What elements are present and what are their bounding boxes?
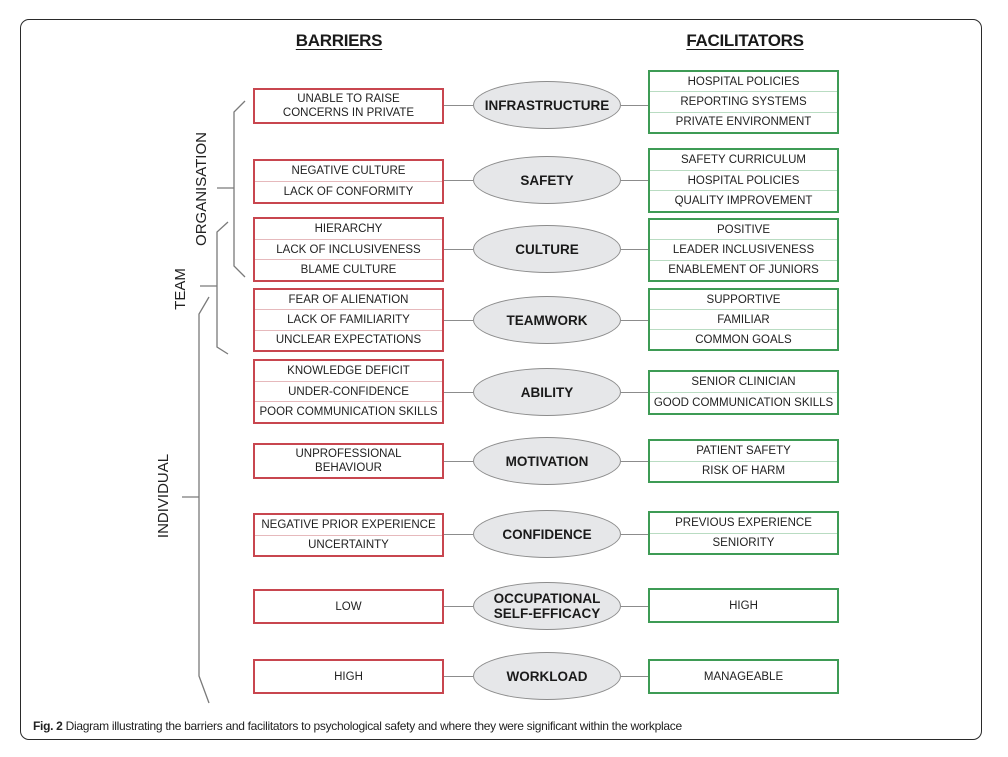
barrier-item: LACK OF INCLUSIVENESS <box>255 238 442 260</box>
organisation-bracket <box>217 100 246 278</box>
facilitator-box: HOSPITAL POLICIES REPORTING SYSTEMS PRIV… <box>648 70 839 134</box>
connector-line <box>621 392 648 393</box>
connector-line <box>621 534 648 535</box>
barrier-box: LOW <box>253 589 444 624</box>
facilitator-item: GOOD COMMUNICATION SKILLS <box>650 392 837 413</box>
barrier-item: UNABLE TO RAISE CONCERNS IN PRIVATE <box>282 93 415 119</box>
facilitator-item: RISK OF HARM <box>650 460 837 482</box>
facilitator-item: SENIORITY <box>650 532 837 554</box>
facilitator-item: PATIENT SAFETY <box>696 444 791 457</box>
factor-ellipse: WORKLOAD <box>473 652 621 700</box>
barrier-item: POOR COMMUNICATION SKILLS <box>255 401 442 422</box>
connector-line <box>621 320 648 321</box>
facilitator-item: FAMILIAR <box>650 309 837 329</box>
connector-line <box>444 461 473 462</box>
barrier-box: FEAR OF ALIENATION LACK OF FAMILIARITY U… <box>253 288 444 352</box>
team-bracket-line <box>216 221 229 355</box>
barrier-item: UNPROFESSIONAL BEHAVIOUR <box>295 448 402 474</box>
facilitator-item: SUPPORTIVE <box>706 293 781 306</box>
connector-line <box>444 320 473 321</box>
barrier-item: UNCERTAINTY <box>255 534 442 556</box>
factor-ellipse: TEAMWORK <box>473 296 621 344</box>
connector-line <box>621 606 648 607</box>
facilitator-box: SAFETY CURRICULUM HOSPITAL POLICIES QUAL… <box>648 148 839 213</box>
barrier-item: BLAME CULTURE <box>255 259 442 280</box>
facilitator-box: POSITIVE LEADER INCLUSIVENESS ENABLEMENT… <box>648 218 839 282</box>
facilitator-item: ENABLEMENT OF JUNIORS <box>650 259 837 280</box>
facilitator-item: HIGH <box>729 599 758 612</box>
factor-ellipse: SAFETY <box>473 156 621 204</box>
barrier-item: HIGH <box>334 670 363 683</box>
connector-line <box>621 105 648 106</box>
facilitator-item: HOSPITAL POLICIES <box>650 169 837 191</box>
facilitator-item: PRIVATE ENVIRONMENT <box>650 111 837 132</box>
factor-ellipse: CONFIDENCE <box>473 510 621 558</box>
barrier-box: KNOWLEDGE DEFICIT UNDER-CONFIDENCE POOR … <box>253 359 444 424</box>
facilitator-item: SENIOR CLINICIAN <box>691 376 796 388</box>
barrier-box: UNABLE TO RAISE CONCERNS IN PRIVATE <box>253 88 444 124</box>
caption-text: Diagram illustrating the barriers and fa… <box>65 719 683 733</box>
individual-bracket <box>182 296 210 704</box>
organisation-bracket-line <box>233 100 246 278</box>
barrier-item: LOW <box>335 600 362 613</box>
connector-line <box>444 534 473 535</box>
facilitator-box: HIGH <box>648 588 839 623</box>
factor-ellipse: OCCUPATIONAL SELF-EFFICACY <box>473 582 621 630</box>
caption-label: Fig. 2 <box>33 719 63 733</box>
facilitator-item: SAFETY CURRICULUM <box>680 153 807 166</box>
barrier-item: LACK OF CONFORMITY <box>255 181 442 202</box>
barrier-box: HIGH <box>253 659 444 694</box>
barrier-box: UNPROFESSIONAL BEHAVIOUR <box>253 443 444 479</box>
connector-line <box>621 676 648 677</box>
connector-line <box>444 606 473 607</box>
barrier-item: NEGATIVE PRIOR EXPERIENCE <box>261 518 436 531</box>
barrier-item: HIERARCHY <box>314 222 383 235</box>
connector-line <box>444 392 473 393</box>
factor-ellipse: ABILITY <box>473 368 621 416</box>
group-label-organisation: ORGANISATION <box>193 132 210 246</box>
facilitator-box: SENIOR CLINICIAN GOOD COMMUNICATION SKIL… <box>648 370 839 415</box>
figure-caption: Fig. 2 Diagram illustrating the barriers… <box>33 719 682 733</box>
group-label-team: TEAM <box>172 268 189 310</box>
factor-ellipse: INFRASTRUCTURE <box>473 81 621 129</box>
individual-bracket-line <box>198 296 210 704</box>
facilitator-item: REPORTING SYSTEMS <box>650 91 837 111</box>
barrier-item: KNOWLEDGE DEFICIT <box>287 364 410 377</box>
facilitator-item: QUALITY IMPROVEMENT <box>650 190 837 211</box>
barriers-heading: BARRIERS <box>295 31 383 50</box>
barrier-item: LACK OF FAMILIARITY <box>255 309 442 329</box>
facilitator-item: PREVIOUS EXPERIENCE <box>675 516 812 529</box>
connector-line <box>444 180 473 181</box>
connector-line <box>444 676 473 677</box>
factor-ellipse: CULTURE <box>473 225 621 273</box>
barrier-item: UNDER-CONFIDENCE <box>255 380 442 402</box>
barrier-item: NEGATIVE CULTURE <box>291 165 406 177</box>
barrier-item: UNCLEAR EXPECTATIONS <box>255 329 442 350</box>
connector-line <box>621 461 648 462</box>
facilitator-item: LEADER INCLUSIVENESS <box>650 239 837 259</box>
facilitator-item: POSITIVE <box>716 223 771 236</box>
facilitator-item: HOSPITAL POLICIES <box>687 75 800 88</box>
facilitator-box: PATIENT SAFETY RISK OF HARM <box>648 439 839 483</box>
figure-frame <box>20 19 982 740</box>
facilitators-heading: FACILITATORS <box>686 31 804 50</box>
facilitator-item: MANAGEABLE <box>703 670 784 683</box>
barrier-box: HIERARCHY LACK OF INCLUSIVENESS BLAME CU… <box>253 217 444 282</box>
barrier-box: NEGATIVE PRIOR EXPERIENCE UNCERTAINTY <box>253 513 444 557</box>
connector-line <box>444 249 473 250</box>
connector-line <box>444 105 473 106</box>
facilitator-box: SUPPORTIVE FAMILIAR COMMON GOALS <box>648 288 839 351</box>
barrier-box: NEGATIVE CULTURE LACK OF CONFORMITY <box>253 159 444 204</box>
connector-line <box>621 180 648 181</box>
factor-ellipse: MOTIVATION <box>473 437 621 485</box>
facilitator-box: PREVIOUS EXPERIENCE SENIORITY <box>648 511 839 555</box>
group-label-individual: INDIVIDUAL <box>155 453 172 539</box>
facilitator-box: MANAGEABLE <box>648 659 839 694</box>
team-bracket <box>200 221 229 355</box>
barrier-item: FEAR OF ALIENATION <box>288 293 409 306</box>
facilitator-item: COMMON GOALS <box>650 329 837 349</box>
connector-line <box>621 249 648 250</box>
